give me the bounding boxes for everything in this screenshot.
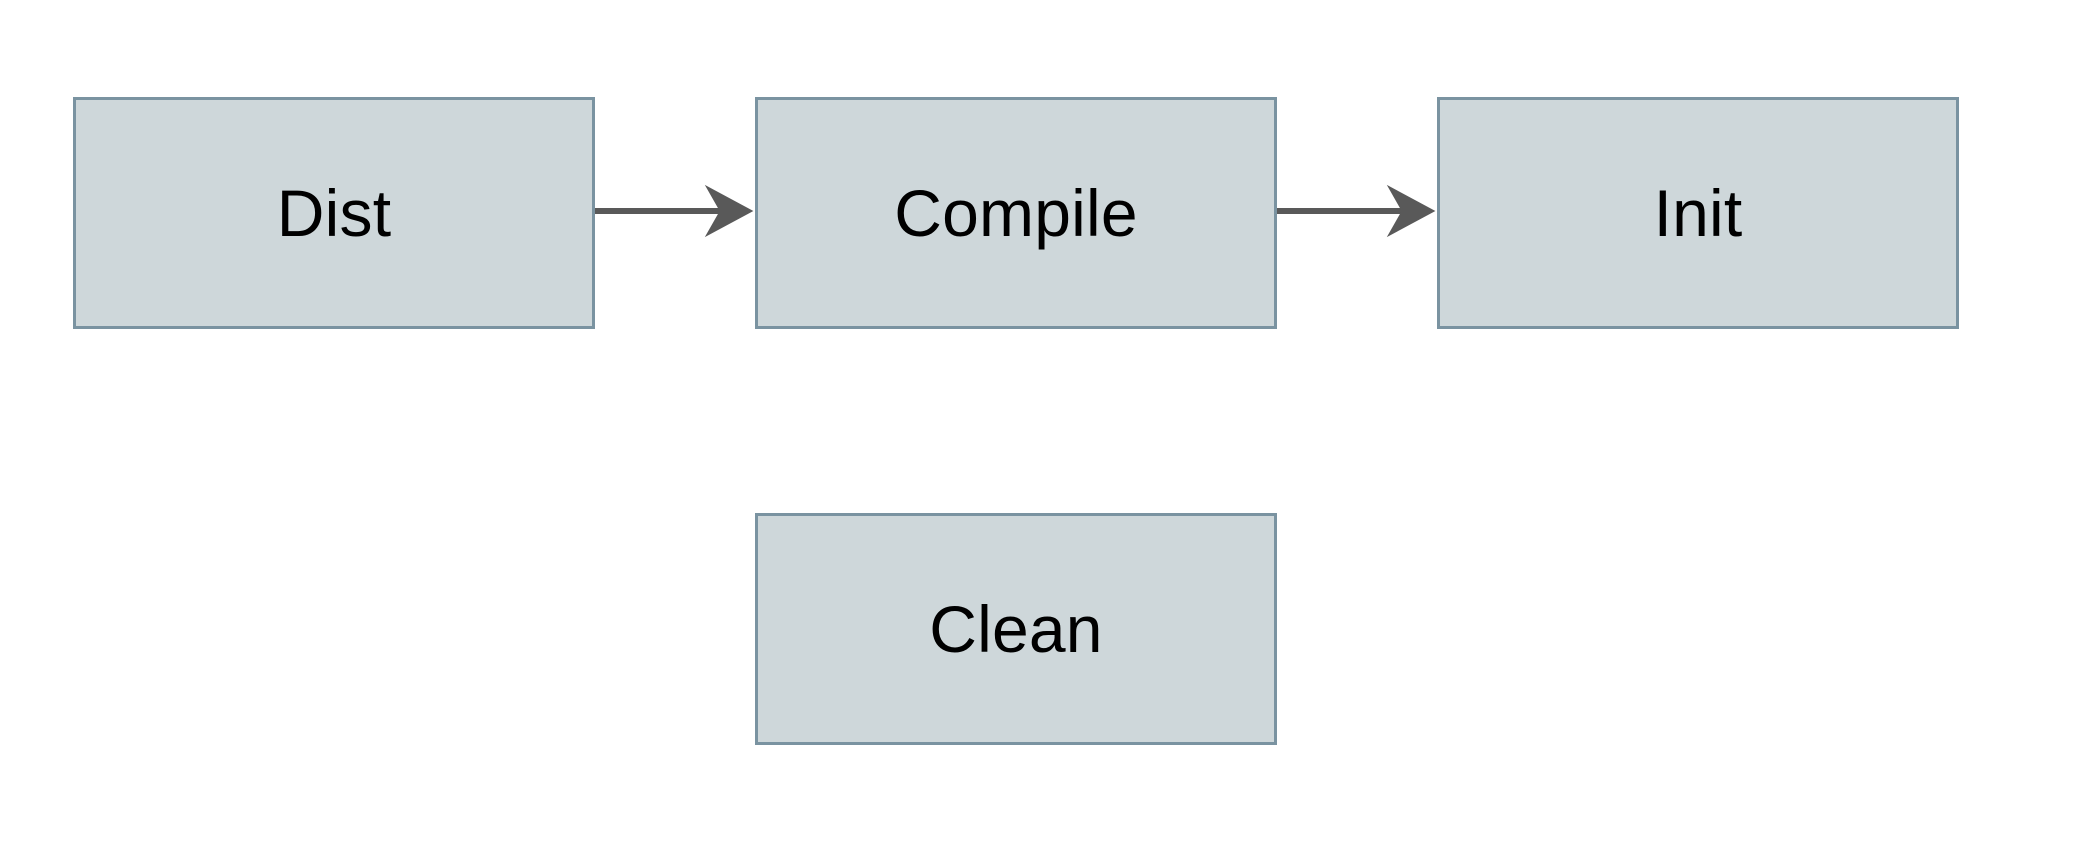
node-label-init: Init [1653,176,1743,250]
node-label-clean: Clean [929,592,1103,666]
node-init[interactable]: Init [1437,97,1959,329]
node-dist[interactable]: Dist [73,97,595,329]
node-clean[interactable]: Clean [755,513,1277,745]
node-label-dist: Dist [276,176,392,250]
node-label-compile: Compile [894,176,1138,250]
node-compile[interactable]: Compile [755,97,1277,329]
